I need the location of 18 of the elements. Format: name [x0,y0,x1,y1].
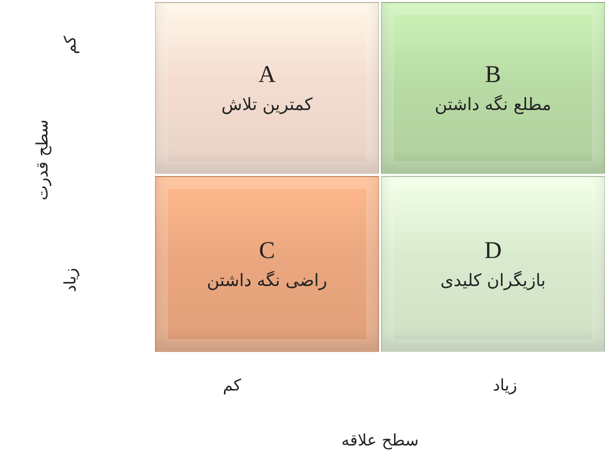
axis-tick-label: کم [60,36,80,54]
quadrant-label: کمترین تلاش [221,94,313,114]
axis-tick-label: زیاد [492,376,518,394]
axis-title: سطح قدرت [32,120,52,200]
quadrant-box [155,2,379,174]
quadrant-label: مطلع نگه داشتن [434,94,552,114]
quadrant-label: بازیگران کلیدی [440,270,546,290]
axis-tick-label: کم [222,376,242,394]
quadrant-letter: A [258,62,276,88]
quadrant-letter: C [258,238,275,264]
quadrant-label: راضی نگه داشتن [206,270,328,290]
quadrant-letter: D [484,238,502,264]
quadrant-letter: B [484,62,501,88]
quadrant-box [155,176,379,352]
quadrant-box [381,176,605,352]
axis-tick-label: زیاد [60,268,80,292]
quadrant-box [381,2,605,174]
axis-title: سطح علاقه [341,430,419,450]
